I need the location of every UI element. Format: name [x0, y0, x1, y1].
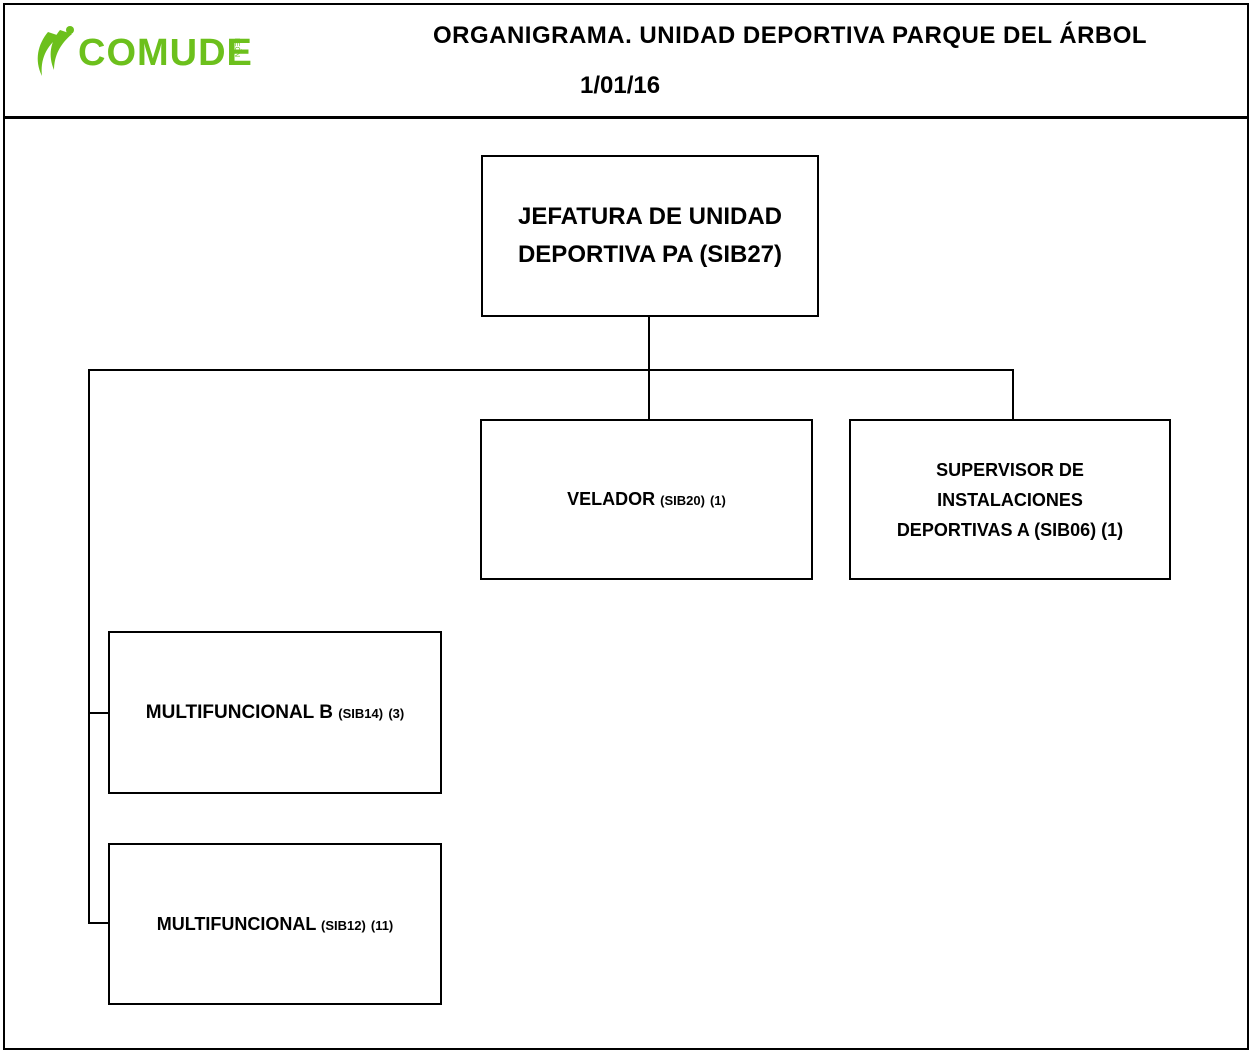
connector-left-vertical: [88, 369, 90, 924]
org-box-multifuncional-count: (11): [370, 917, 394, 933]
org-box-velador-name: VELADOR: [567, 489, 656, 509]
org-box-multifuncional-code: (SIB12): [321, 917, 366, 933]
org-box-jefatura-line1: JEFATURA DE UNIDAD: [517, 203, 782, 230]
org-box-velador-code: (SIB20): [660, 493, 705, 508]
runner-swoosh-icon: [37, 26, 74, 76]
logo-text: COMUDE: [78, 32, 253, 74]
connector-mf-branch: [88, 922, 109, 924]
org-box-multifuncional: MULTIFUNCIONAL (SIB12) (11): [108, 843, 442, 1005]
org-box-multifuncional-b-name: MULTIFUNCIONAL B: [145, 701, 333, 723]
org-box-multifuncional-name: MULTIFUNCIONAL: [156, 913, 317, 934]
comude-logo: COMUDE LEÓN: [30, 22, 252, 82]
org-box-jefatura: JEFATURA DE UNIDAD DEPORTIVA PA (SIB27): [481, 155, 819, 317]
org-box-multifuncional-b: MULTIFUNCIONAL B (SIB14) (3): [108, 631, 442, 794]
header-divider: [3, 116, 1249, 119]
org-box-supervisor-line2: INSTALACIONES: [937, 489, 1083, 510]
connector-supervisor-down: [1012, 369, 1014, 420]
org-box-jefatura-line2: DEPORTIVA PA (SIB27): [517, 241, 783, 268]
org-box-multifuncional-b-code: (SIB14): [338, 705, 384, 721]
page-frame: [3, 3, 1249, 1050]
connector-horizontal-bus: [88, 369, 1014, 371]
page-title: ORGANIGRAMA. UNIDAD DEPORTIVA PARQUE DEL…: [432, 22, 1148, 49]
logo-subtext: LEÓN: [233, 38, 240, 58]
page-date: 1/01/16: [580, 72, 661, 99]
org-box-velador-count: (1): [709, 493, 726, 508]
org-box-supervisor-line3: DEPORTIVAS A (SIB06) (1): [896, 519, 1124, 540]
connector-root-down: [648, 316, 650, 420]
org-box-velador: VELADOR (SIB20) (1): [480, 419, 813, 580]
org-box-supervisor: SUPERVISOR DE INSTALACIONES DEPORTIVAS A…: [849, 419, 1171, 580]
org-box-multifuncional-b-count: (3): [388, 705, 405, 721]
connector-mfb-branch: [88, 712, 109, 714]
org-box-supervisor-line1: SUPERVISOR DE: [936, 459, 1084, 480]
